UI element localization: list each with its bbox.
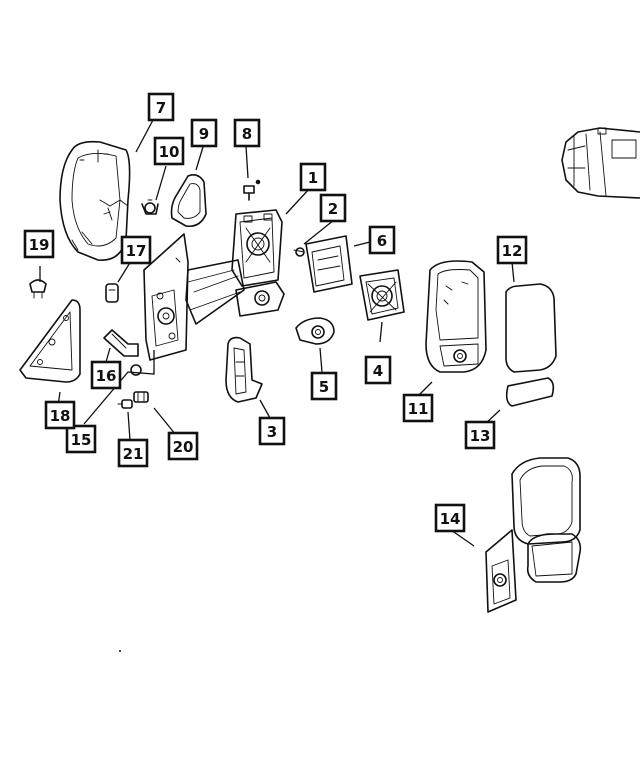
sail-panel: [19, 299, 81, 383]
callout-number: 6: [377, 232, 387, 250]
callout-number: 18: [50, 407, 71, 425]
callout-20: 20: [167, 431, 199, 461]
callout-box: [319, 193, 347, 223]
push-pin: [29, 279, 47, 299]
callout-number: 1: [308, 169, 318, 187]
callout-box: [310, 371, 338, 401]
small-plug: [105, 283, 119, 303]
speck-dot: [119, 650, 121, 652]
callout-box: [153, 136, 185, 166]
callout-13: 13: [464, 420, 496, 450]
lower-bracket: [225, 336, 263, 403]
glass-motor: [293, 235, 353, 293]
callout-number: 8: [242, 125, 252, 143]
callout-17: 17: [120, 235, 152, 265]
callout-9: 9: [190, 118, 218, 148]
callout-4: 4: [364, 355, 392, 385]
leader-lines: [39, 119, 515, 547]
mirror-gasket: [170, 174, 207, 228]
lamp-module: [295, 317, 335, 345]
callout-6: 6: [368, 225, 396, 255]
mirror-glass-upper: [505, 283, 557, 373]
callout-box: [167, 431, 199, 461]
mirror-housing-frame: [425, 260, 487, 373]
callout-2: 2: [319, 193, 347, 223]
callout-21: 21: [117, 438, 149, 468]
callout-number: 20: [173, 438, 194, 456]
callout-7: 7: [147, 92, 175, 122]
callout-number: 17: [126, 242, 147, 260]
callout-box: [23, 229, 55, 259]
callout-number: 13: [470, 427, 491, 445]
callout-box: [434, 503, 466, 533]
callout-number: 16: [96, 367, 117, 385]
mirror-glass-lower: [505, 377, 555, 407]
callout-box: [90, 360, 122, 390]
callout-box: [65, 424, 97, 454]
mirror-base-assembly: [185, 209, 285, 325]
callout-number: 5: [319, 378, 329, 396]
callout-box: [44, 400, 76, 430]
callout-18: 18: [44, 400, 76, 430]
mounting-bracket-plate: [143, 233, 189, 361]
callout-number: 9: [199, 125, 209, 143]
callout-1: 1: [299, 162, 327, 192]
callout-box: [258, 416, 286, 446]
callout-number: 2: [328, 200, 338, 218]
callout-16: 16: [90, 360, 122, 390]
callout-3: 3: [258, 416, 286, 446]
callout-box: [464, 420, 496, 450]
callout-19: 19: [23, 229, 55, 259]
callout-number: 3: [267, 423, 277, 441]
connector-large: [130, 364, 149, 403]
elbow-fitting: [103, 329, 139, 357]
callout-box: [147, 92, 175, 122]
callout-number: 19: [29, 236, 50, 254]
callout-box: [190, 118, 218, 148]
connector-small: [117, 399, 133, 409]
screw: [243, 179, 261, 201]
callout-box: [496, 235, 528, 265]
mirror-actuator: [359, 269, 405, 321]
callout-8: 8: [233, 118, 261, 148]
callout-10: 10: [153, 136, 185, 166]
callout-15: 15: [65, 424, 97, 454]
callout-box: [233, 118, 261, 148]
callout-box: [120, 235, 152, 265]
callout-box: [117, 438, 149, 468]
callout-number: 7: [156, 99, 166, 117]
callout-number: 10: [159, 143, 180, 161]
callout-number: 14: [440, 510, 461, 528]
callout-number: 15: [71, 431, 92, 449]
callout-number: 12: [502, 242, 523, 260]
callout-number: 11: [408, 400, 429, 418]
callout-14: 14: [434, 503, 466, 533]
callout-box: [299, 162, 327, 192]
callout-11: 11: [402, 393, 434, 423]
callout-5: 5: [310, 371, 338, 401]
callout-12: 12: [496, 235, 528, 265]
mirror-cover: [59, 140, 131, 261]
retaining-clip: [141, 199, 159, 215]
callout-box: [368, 225, 396, 255]
mirror-assembly: [485, 457, 582, 613]
callout-number: 21: [123, 445, 144, 463]
callout-box: [364, 355, 392, 385]
callout-box: [402, 393, 434, 423]
vehicle-silhouette: [561, 127, 640, 199]
callout-number: 4: [373, 362, 383, 380]
